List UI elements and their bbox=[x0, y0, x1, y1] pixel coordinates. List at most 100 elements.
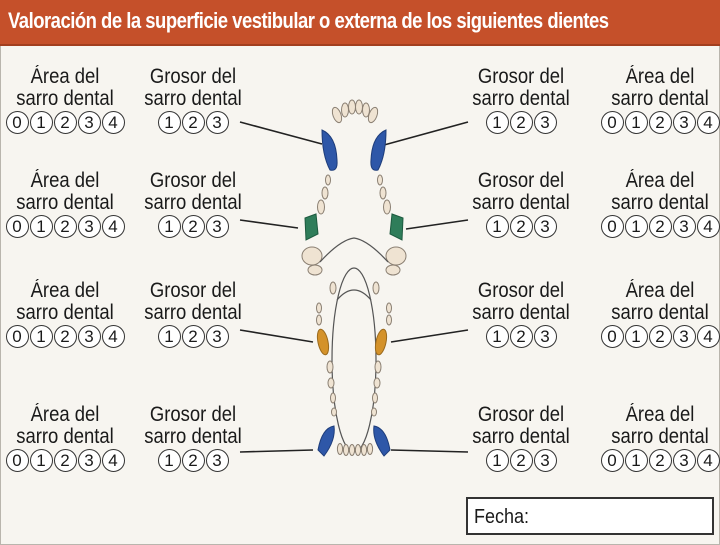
score-option-3[interactable]: 3 bbox=[77, 449, 101, 472]
upper-molars-icon bbox=[301, 246, 407, 276]
area-label-line1: Área del bbox=[30, 403, 100, 426]
score-option-2[interactable]: 2 bbox=[181, 111, 205, 134]
grosor-label-line2: sarro dental bbox=[144, 191, 242, 214]
score-option-0[interactable]: 0 bbox=[5, 111, 29, 134]
score-option-1[interactable]: 1 bbox=[29, 215, 53, 238]
score-option-1[interactable]: 1 bbox=[157, 325, 181, 348]
score-option-4[interactable]: 4 bbox=[696, 325, 720, 348]
score-option-3[interactable]: 3 bbox=[672, 215, 696, 238]
area-label-line2: sarro dental bbox=[611, 191, 709, 214]
score-option-4[interactable]: 4 bbox=[101, 449, 125, 472]
score-option-3[interactable]: 3 bbox=[77, 111, 101, 134]
score-option-0[interactable]: 0 bbox=[600, 449, 624, 472]
score-option-3[interactable]: 3 bbox=[533, 215, 557, 238]
score-option-3[interactable]: 3 bbox=[205, 111, 229, 134]
score-option-0[interactable]: 0 bbox=[5, 449, 29, 472]
score-option-4[interactable]: 4 bbox=[101, 325, 125, 348]
score-option-2[interactable]: 2 bbox=[648, 215, 672, 238]
score-option-4[interactable]: 4 bbox=[696, 111, 720, 134]
upper-right-carnassial-icon bbox=[389, 213, 404, 241]
score-option-2[interactable]: 2 bbox=[509, 215, 533, 238]
grosor-label-line1: Grosor del bbox=[477, 169, 565, 192]
score-option-0[interactable]: 0 bbox=[5, 215, 29, 238]
score-option-3[interactable]: 3 bbox=[672, 449, 696, 472]
page-title: Valoración de la superficie vestibular o… bbox=[8, 8, 609, 33]
grosor-label-line2: sarro dental bbox=[144, 87, 242, 110]
score-option-1[interactable]: 1 bbox=[157, 449, 181, 472]
score-option-2[interactable]: 2 bbox=[181, 215, 205, 238]
upper-incisors-icon bbox=[331, 99, 379, 124]
area-label-line1: Área del bbox=[625, 169, 695, 192]
score-option-0[interactable]: 0 bbox=[5, 325, 29, 348]
score-option-1[interactable]: 1 bbox=[624, 111, 648, 134]
score-option-3[interactable]: 3 bbox=[533, 111, 557, 134]
score-option-1[interactable]: 1 bbox=[485, 111, 509, 134]
score-option-2[interactable]: 2 bbox=[648, 111, 672, 134]
grosor-label-line1: Grosor del bbox=[477, 65, 565, 88]
score-option-3[interactable]: 3 bbox=[533, 325, 557, 348]
score-option-3[interactable]: 3 bbox=[672, 325, 696, 348]
score-option-3[interactable]: 3 bbox=[77, 325, 101, 348]
score-option-2[interactable]: 2 bbox=[53, 449, 77, 472]
lower-premolars-icon bbox=[316, 281, 392, 417]
score-option-3[interactable]: 3 bbox=[205, 215, 229, 238]
score-option-2[interactable]: 2 bbox=[509, 111, 533, 134]
score-option-2[interactable]: 2 bbox=[509, 325, 533, 348]
score-option-2[interactable]: 2 bbox=[181, 449, 205, 472]
score-option-3[interactable]: 3 bbox=[205, 449, 229, 472]
score-option-2[interactable]: 2 bbox=[53, 111, 77, 134]
score-option-0[interactable]: 0 bbox=[600, 111, 624, 134]
score-option-1[interactable]: 1 bbox=[157, 111, 181, 134]
score-option-3[interactable]: 3 bbox=[672, 111, 696, 134]
score-option-1[interactable]: 1 bbox=[485, 325, 509, 348]
score-option-4[interactable]: 4 bbox=[101, 215, 125, 238]
area-label-line1: Área del bbox=[625, 403, 695, 426]
score-option-2[interactable]: 2 bbox=[53, 325, 77, 348]
grosor-label-line1: Grosor del bbox=[477, 279, 565, 302]
score-option-1[interactable]: 1 bbox=[485, 449, 509, 472]
grosor-label-line2: sarro dental bbox=[144, 425, 242, 448]
upper-right-canine-icon bbox=[370, 129, 387, 171]
score-option-1[interactable]: 1 bbox=[624, 215, 648, 238]
score-option-4[interactable]: 4 bbox=[101, 111, 125, 134]
area-label-line2: sarro dental bbox=[16, 87, 114, 110]
score-option-0[interactable]: 0 bbox=[600, 325, 624, 348]
score-option-2[interactable]: 2 bbox=[648, 325, 672, 348]
score-option-1[interactable]: 1 bbox=[29, 111, 53, 134]
score-option-2[interactable]: 2 bbox=[53, 215, 77, 238]
score-option-1[interactable]: 1 bbox=[157, 215, 181, 238]
score-option-3[interactable]: 3 bbox=[77, 215, 101, 238]
score-option-2[interactable]: 2 bbox=[648, 449, 672, 472]
score-option-1[interactable]: 1 bbox=[485, 215, 509, 238]
grosor-label-line1: Grosor del bbox=[149, 169, 237, 192]
lower-left-premolar-highlight-icon bbox=[316, 328, 330, 356]
grosor-label-line2: sarro dental bbox=[472, 191, 570, 214]
score-option-1[interactable]: 1 bbox=[29, 325, 53, 348]
score-option-2[interactable]: 2 bbox=[181, 325, 205, 348]
score-option-2[interactable]: 2 bbox=[509, 449, 533, 472]
score-option-3[interactable]: 3 bbox=[205, 325, 229, 348]
score-option-1[interactable]: 1 bbox=[624, 325, 648, 348]
score-option-4[interactable]: 4 bbox=[696, 449, 720, 472]
fecha-field[interactable]: Fecha: bbox=[466, 497, 714, 535]
area-label-line1: Área del bbox=[625, 279, 695, 302]
score-option-1[interactable]: 1 bbox=[624, 449, 648, 472]
area-label-line1: Área del bbox=[30, 65, 100, 88]
score-option-4[interactable]: 4 bbox=[696, 215, 720, 238]
score-option-0[interactable]: 0 bbox=[600, 215, 624, 238]
score-option-3[interactable]: 3 bbox=[533, 449, 557, 472]
score-option-1[interactable]: 1 bbox=[29, 449, 53, 472]
lower-right-canine-icon bbox=[373, 425, 391, 457]
